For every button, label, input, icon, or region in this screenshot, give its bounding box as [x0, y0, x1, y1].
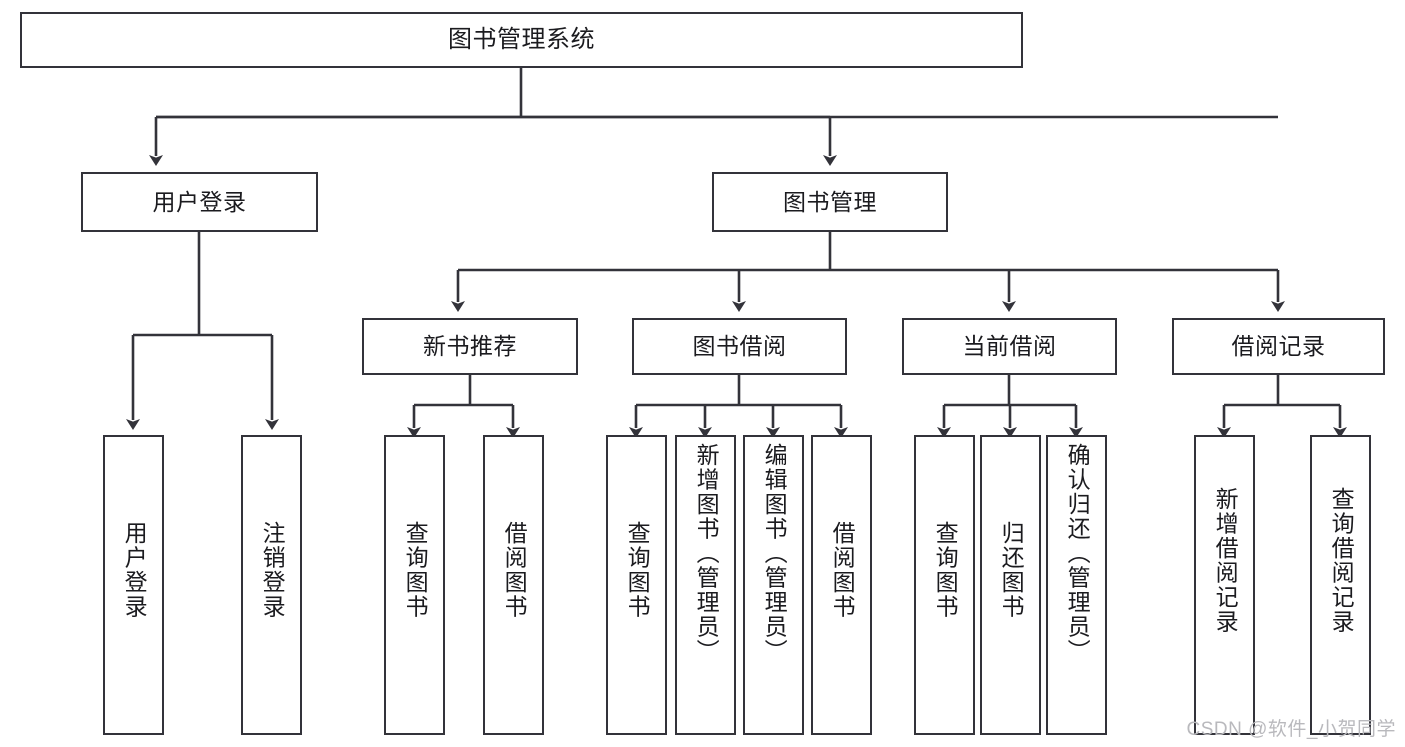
leaf-label: 查询图书	[624, 521, 651, 619]
node-root-library-management-system[interactable]: 图书管理系统	[20, 12, 1023, 68]
leaf-user-login-logout[interactable]: 注销登录	[241, 435, 302, 735]
leaf-book-borrow-add-book-admin[interactable]: 新增图书（管理员）	[675, 435, 736, 735]
node-new-book-recommend[interactable]: 新书推荐	[362, 318, 578, 375]
leaf-borrow-record-query-record[interactable]: 查询借阅记录	[1310, 435, 1371, 735]
leaf-label: 编辑图书（管理员）	[761, 443, 788, 664]
leaf-book-borrow-edit-book-admin[interactable]: 编辑图书（管理员）	[743, 435, 804, 735]
node-book-borrow[interactable]: 图书借阅	[632, 318, 847, 375]
node-label: 图书管理	[783, 188, 877, 215]
leaf-user-login-login[interactable]: 用户登录	[103, 435, 164, 735]
leaf-book-borrow-borrow-book[interactable]: 借阅图书	[811, 435, 872, 735]
leaf-label: 查询图书	[932, 521, 959, 619]
node-borrow-record[interactable]: 借阅记录	[1172, 318, 1385, 375]
watermark: CSDN @软件_小贺同学	[1186, 719, 1396, 740]
leaf-book-borrow-query-book[interactable]: 查询图书	[606, 435, 667, 735]
node-label: 图书借阅	[692, 333, 787, 360]
leaf-label: 归还图书	[998, 521, 1025, 619]
node-label: 当前借阅	[962, 333, 1057, 360]
leaf-new-book-query-book[interactable]: 查询图书	[384, 435, 445, 735]
leaf-label: 用户登录	[121, 521, 148, 619]
node-user-login[interactable]: 用户登录	[81, 172, 318, 232]
leaf-current-borrow-query-book[interactable]: 查询图书	[914, 435, 975, 735]
leaf-label: 查询图书	[402, 521, 429, 619]
leaf-label: 新增借阅记录	[1212, 487, 1239, 634]
leaf-new-book-borrow-book[interactable]: 借阅图书	[483, 435, 544, 735]
node-label: 新书推荐	[423, 333, 517, 360]
node-label: 用户登录	[152, 188, 247, 215]
node-current-borrow[interactable]: 当前借阅	[902, 318, 1117, 375]
leaf-label: 注销登录	[259, 521, 286, 619]
leaf-label: 新增图书（管理员）	[693, 443, 720, 664]
leaf-label: 借阅图书	[829, 521, 856, 619]
node-label: 图书管理系统	[448, 26, 595, 54]
leaf-borrow-record-add-record[interactable]: 新增借阅记录	[1194, 435, 1255, 735]
leaf-current-borrow-confirm-return-admin[interactable]: 确认归还（管理员）	[1046, 435, 1107, 735]
leaf-current-borrow-return-book[interactable]: 归还图书	[980, 435, 1041, 735]
leaf-label: 确认归还（管理员）	[1064, 443, 1091, 664]
node-label: 借阅记录	[1231, 333, 1326, 360]
leaf-label: 查询借阅记录	[1328, 487, 1355, 634]
leaf-label: 借阅图书	[501, 521, 528, 619]
node-book-management[interactable]: 图书管理	[712, 172, 948, 232]
